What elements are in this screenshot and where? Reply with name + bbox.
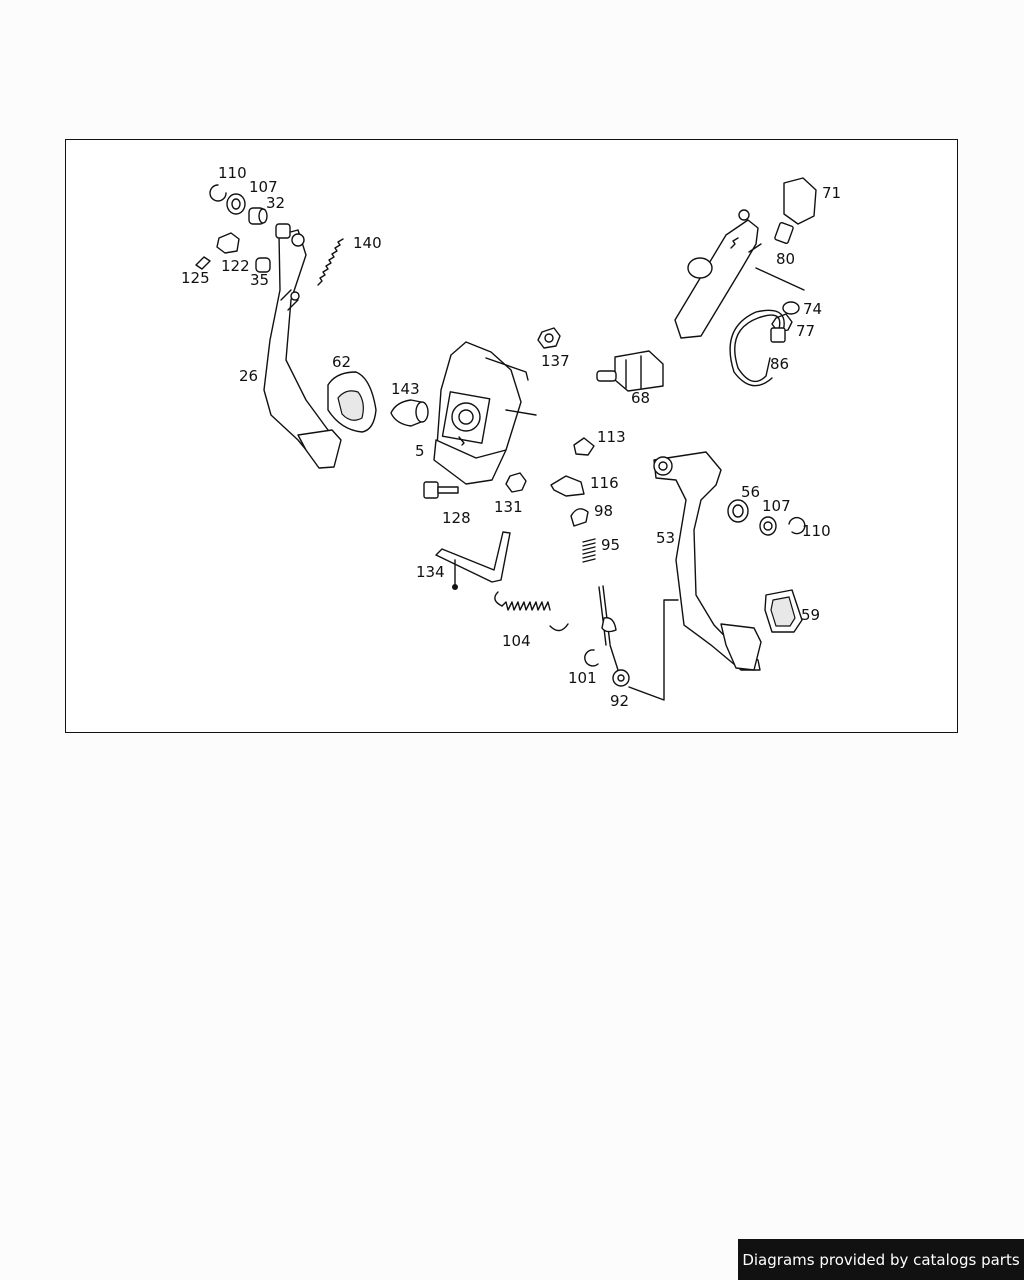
push-rod-part-92: [598, 585, 630, 687]
part-label: 53: [656, 529, 675, 547]
leader-line-53-92: [628, 599, 679, 701]
part-label: 74: [803, 300, 822, 318]
pedal-pad-part-62: [327, 371, 377, 433]
clip-part-113: [573, 437, 595, 456]
nut-part-131: [505, 472, 527, 493]
leader-line-74: [755, 267, 805, 291]
bushing-part-35: [255, 257, 271, 273]
part-label: 71: [822, 184, 841, 202]
part-label: 107: [249, 178, 278, 196]
part-label: 62: [332, 353, 351, 371]
master-cylinder: [674, 209, 762, 339]
part-label: 92: [610, 692, 629, 710]
part-label: 128: [442, 509, 471, 527]
credit-text: Diagrams provided by catalogs parts: [742, 1250, 1020, 1269]
part-label: 5: [415, 442, 425, 460]
clutch-pedal-part-53: [653, 451, 762, 671]
washer-part-74: [782, 301, 800, 315]
part-label: 110: [218, 164, 247, 182]
brake-pedal-part-26: [263, 229, 342, 469]
pin-part-top: [275, 223, 291, 239]
pedal-assembly-diagram: 110 107 32 140 125 122 35 26 62 143 5 12…: [181, 164, 841, 710]
part-label: 59: [801, 606, 820, 624]
lever-part-134: [435, 531, 511, 590]
part-label: 134: [416, 563, 445, 581]
part-label: 32: [266, 194, 285, 212]
part-label: 98: [594, 502, 613, 520]
bushing-part-56: [727, 499, 749, 523]
clip-part-101: [584, 649, 599, 667]
circlip-part-110: [209, 184, 227, 202]
part-label: 86: [770, 355, 789, 373]
spring-part-104: [494, 591, 569, 632]
part-label: 137: [541, 352, 570, 370]
nut-part-137: [537, 327, 561, 349]
stop-light-switch-part-68: [596, 350, 664, 392]
part-label: 35: [250, 271, 269, 289]
part-label: 131: [494, 498, 523, 516]
part-label: 95: [601, 536, 620, 554]
part-label: 140: [353, 234, 382, 252]
part-label: 122: [221, 257, 250, 275]
pedal-bracket-part-5: [433, 341, 537, 485]
part-label: 110: [802, 522, 831, 540]
part-label: 80: [776, 250, 795, 268]
part-label: 68: [631, 389, 650, 407]
part-label: 101: [568, 669, 597, 687]
part-label: 104: [502, 632, 531, 650]
clip-part-116: [550, 475, 585, 497]
part-label: 125: [181, 269, 210, 287]
part-label: 26: [239, 367, 258, 385]
hose-part-86: [729, 309, 786, 387]
pedal-pad-part-59: [764, 589, 803, 633]
sensor-part-71: [774, 177, 817, 244]
part-label: 107: [762, 497, 791, 515]
nut-part-98: [570, 508, 589, 527]
leader-line-5: [458, 436, 465, 446]
bolt-part-128: [423, 481, 459, 499]
spring-part-140: [317, 238, 344, 286]
washer-part-107: [226, 193, 246, 215]
washer-part-107-right: [759, 516, 777, 536]
circlip-part-110-right: [788, 516, 806, 535]
part-label: 113: [597, 428, 626, 446]
parts-diagram-frame: 110 107 32 140 125 122 35 26 62 143 5 12…: [65, 139, 958, 733]
part-label: 116: [590, 474, 619, 492]
part-label: 77: [796, 322, 815, 340]
clip-part-125: [195, 256, 211, 270]
bushing-part-32: [248, 207, 268, 225]
credit-banner: Diagrams provided by catalogs parts: [738, 1239, 1024, 1280]
part-label: 143: [391, 380, 420, 398]
boot-part-143: [390, 399, 429, 427]
spring-part-95: [582, 538, 596, 563]
part-label: 56: [741, 483, 760, 501]
clip-part-122: [216, 232, 240, 254]
